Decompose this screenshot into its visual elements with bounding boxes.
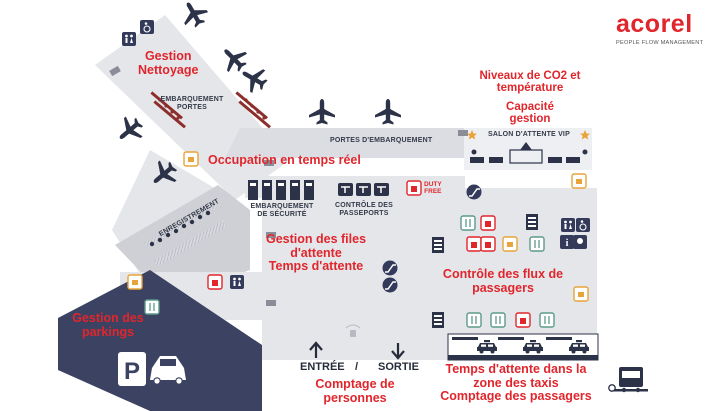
exit-label: SORTIE [378,361,419,373]
bus-stop-icon [608,367,648,393]
star-icon [467,130,477,140]
restaurant-icon [490,312,506,328]
escalator-icon [382,277,398,293]
camera-icon [266,232,276,238]
svg-text:P: P [124,358,140,385]
restroom-icon [230,275,244,289]
restaurant-icon [529,236,545,252]
baggage-claim-icon [526,214,538,230]
restroom-icon [122,32,136,46]
coffee-icon [127,274,143,290]
arrow-down-icon [391,343,405,360]
airplane-icon [375,99,401,125]
shopping-icon [207,274,223,290]
camera-icon [264,160,274,166]
restaurant-icon [144,299,160,315]
escalator-icon [466,184,482,200]
airplane-icon [309,99,335,125]
wheelchair-icon [140,20,154,34]
shopping-icon [480,236,496,252]
flow-separator: / [355,361,359,373]
parking-area [58,270,262,411]
svg-text:i: i [566,238,569,249]
brand-tagline: PEOPLE FLOW MANAGEMENT [616,40,704,46]
camera-icon [266,300,276,306]
taxi-bays [452,337,589,354]
feature-occupancy: Occupation en temps réel [208,153,361,167]
airplane-icon [176,0,212,32]
zone-boarding-gates: PORTES D'EMBARQUEMENT [330,137,433,144]
brand-name: acorel [616,10,693,38]
shopping-icon [515,312,531,328]
security-lanes [248,180,314,200]
coffee-icon [502,236,518,252]
checkin-counters [143,202,227,267]
escalator-icon [382,260,398,276]
entry-label: ENTRÉE [300,361,345,373]
baggage-claim-icon [432,312,444,328]
shopping-icon [480,215,496,231]
coffee-icon [571,173,587,189]
baggage-claim-icon [432,237,444,253]
vip-furniture [470,142,588,164]
zone-vip-lounge: SALON D'ATTENTE VIP [488,131,570,138]
brand-logo: acorel PEOPLE FLOW MANAGEMENT [616,10,716,47]
car-icon [150,356,186,385]
passport-booths [338,183,389,196]
restaurant-icon [466,312,482,328]
wheelchair-icon [576,218,590,232]
restroom-icon [561,218,575,232]
coffee-icon [573,286,589,302]
info-icon: i [560,235,574,249]
sensor-icon [345,324,361,337]
baby-icon [573,235,587,249]
arrow-up-icon [309,341,323,358]
central-hall [262,188,597,360]
shopping-icon [406,180,422,196]
gate-bridges [150,91,271,129]
camera-icon [458,130,468,136]
airplane-icon [111,112,148,149]
coffee-icon [183,151,199,167]
restaurant-icon [460,215,476,231]
parking-icon: P [118,352,146,386]
airplane-icon [215,40,253,78]
star-icon [580,130,590,140]
camera-icon [109,65,121,77]
shopping-icon [466,236,482,252]
restaurant-icon [539,312,555,328]
